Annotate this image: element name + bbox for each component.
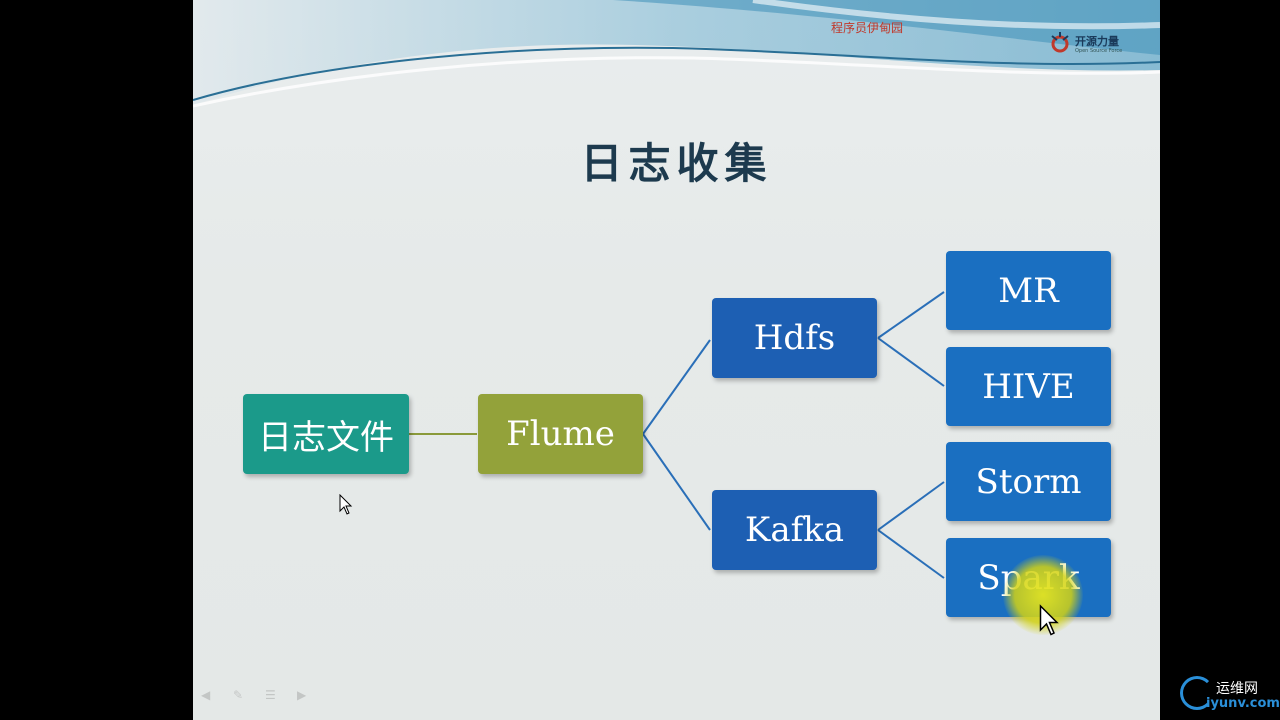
connector-hdfs-mr: [877, 291, 945, 339]
brand-name: 开源力量: [1075, 35, 1119, 48]
connector-flume-hdfs: [642, 339, 711, 435]
gear-logo-icon: [1051, 32, 1069, 53]
node-spark: Spark: [946, 538, 1111, 617]
previous-arrow-icon[interactable]: ◀: [201, 688, 211, 702]
site-watermark-logo: 运维网 iyunv.com: [1176, 674, 1280, 714]
slide: 程序员伊甸园 开源力量 Open Source Force 日志收集 日志文件 …: [193, 0, 1160, 720]
site-url: iyunv.com: [1206, 696, 1280, 711]
node-logfile: 日志文件: [243, 394, 409, 474]
node-flume: Flume: [478, 394, 643, 474]
mouse-cursor-icon: [339, 494, 353, 515]
node-kafka: Kafka: [712, 490, 877, 570]
connector-flume-kafka: [642, 433, 711, 531]
diagram-connectors: [409, 291, 945, 579]
node-storm: Storm: [946, 442, 1111, 521]
site-logo-icon: [1180, 676, 1214, 710]
node-hdfs: Hdfs: [712, 298, 877, 378]
pen-icon[interactable]: ✎: [233, 688, 244, 702]
slide-title: 日志收集: [580, 139, 773, 188]
pointer-cursor-icon: [1039, 604, 1059, 636]
slideshow-toolbar: ◀ ✎ ☰ ▶: [201, 688, 319, 702]
brand-logo: 开源力量 Open Source Force: [1048, 30, 1128, 58]
watermark-text: 程序员伊甸园: [831, 21, 904, 35]
menu-icon[interactable]: ☰: [265, 688, 276, 702]
next-arrow-icon[interactable]: ▶: [297, 688, 307, 702]
node-mr: MR: [946, 251, 1111, 330]
node-hive: HIVE: [946, 347, 1111, 426]
header-wave-decoration: [193, 0, 1160, 108]
site-name: 运维网: [1216, 681, 1258, 697]
connector-kafka-storm: [877, 481, 945, 531]
connector-hdfs-hive: [877, 337, 945, 387]
brand-subtitle: Open Source Force: [1075, 48, 1123, 54]
connector-kafka-spark: [877, 529, 945, 579]
